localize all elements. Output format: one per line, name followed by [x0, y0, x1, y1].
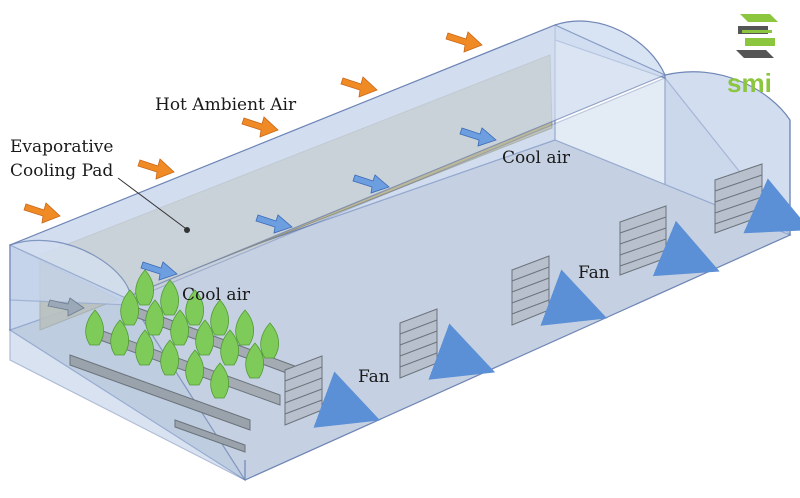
- hot-air-arrow: [445, 31, 483, 53]
- plant: [160, 279, 180, 316]
- hot-air-arrow: [23, 202, 61, 224]
- hot-air-arrows: [23, 31, 483, 224]
- logo-mark-icon: [736, 14, 778, 58]
- hot-air-arrow: [137, 158, 175, 180]
- logo-text: smi: [727, 68, 772, 98]
- plant: [120, 289, 140, 326]
- cool-air-label-top: Cool air: [502, 148, 571, 168]
- plant: [235, 309, 255, 346]
- pad-label-line1: Evaporative: [10, 137, 113, 157]
- plant: [260, 322, 280, 359]
- plant: [220, 329, 240, 366]
- exhaust-arrow: [743, 178, 800, 234]
- plant: [160, 339, 180, 376]
- plant: [145, 299, 165, 336]
- exhaust-arrow: [313, 371, 381, 428]
- plant: [195, 319, 215, 356]
- plant: [110, 319, 130, 356]
- cool-air-arrow: [47, 297, 85, 317]
- fan-label-2: Fan: [358, 367, 390, 387]
- plant: [210, 362, 230, 399]
- cool-air-arrow: [459, 127, 497, 147]
- plant: [85, 309, 105, 346]
- plant: [185, 289, 205, 326]
- hot-air-arrow: [241, 116, 279, 138]
- exhaust-arrow: [652, 220, 720, 277]
- exhaust-arrow: [540, 269, 608, 326]
- pad-pointer-dot: [184, 227, 190, 233]
- cool-air-arrows: [47, 127, 497, 317]
- plant: [170, 309, 190, 346]
- plant: [210, 299, 230, 336]
- plant: [135, 329, 155, 366]
- cool-air-arrow: [140, 261, 178, 281]
- cool-air-label-left: Cool air: [182, 285, 251, 305]
- exhaust-arrows: [313, 178, 800, 428]
- cool-air-arrow: [255, 214, 293, 234]
- plant: [135, 269, 155, 306]
- pad-pointer-line: [117, 177, 186, 229]
- fan-label-1: Fan: [578, 263, 610, 283]
- plant: [185, 349, 205, 386]
- exhaust-arrow: [428, 323, 496, 380]
- plants: [85, 269, 280, 399]
- cool-air-arrow: [352, 174, 390, 194]
- hot-air-arrow: [340, 76, 378, 98]
- hot-air-label: Hot Ambient Air: [155, 95, 297, 115]
- plant: [245, 342, 265, 379]
- pad-label-line2: Cooling Pad: [10, 161, 113, 181]
- smi-logo: smi: [727, 14, 778, 98]
